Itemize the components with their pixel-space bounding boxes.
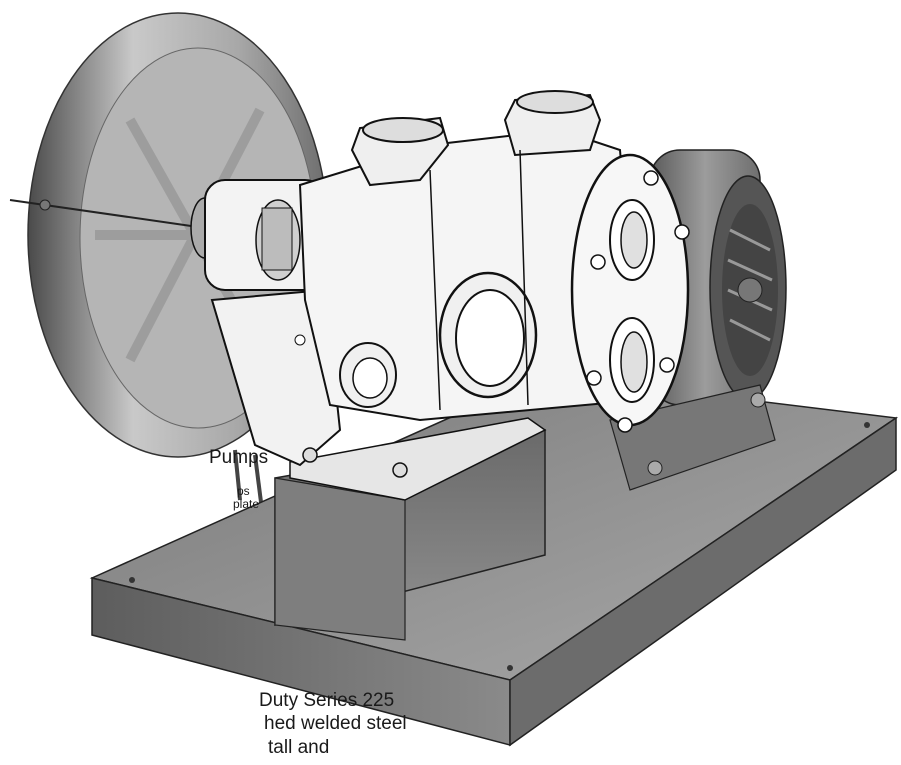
subtitle-line-2: plate	[233, 497, 260, 511]
body-text-line-1: Duty Series 225	[259, 690, 395, 711]
shaft-coupling	[190, 179, 326, 291]
body-text-line-3: tall and	[268, 737, 330, 758]
document-title: Pumps	[209, 447, 269, 468]
pump-pedestal	[274, 417, 547, 641]
body-text-line-2: hed welded steel	[264, 713, 407, 734]
subtitle-line-1: ps	[237, 484, 250, 498]
pump-body	[298, 90, 690, 433]
